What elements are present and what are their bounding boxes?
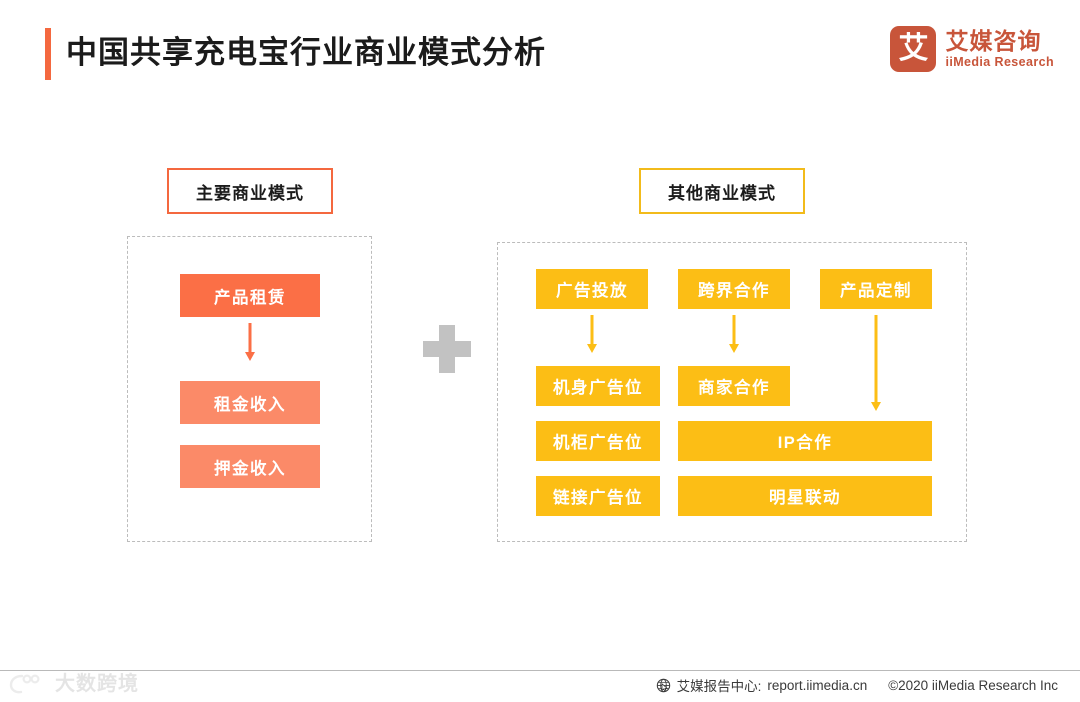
flow-box-ip-cooperation: IP合作 [678,421,932,461]
brand-mark-icon: 艾 [890,26,937,72]
brand-name-cn: 艾媒咨询 [945,27,1042,54]
section-heading-other-models: 其他商业模式 [639,168,805,214]
flow-box-body-ad-slot: 机身广告位 [536,366,660,406]
flow-box-cabinet-ad-slot: 机柜广告位 [536,421,660,461]
footer-copyright: ©2020 iiMedia Research Inc [888,677,1058,693]
page-title: 中国共享充电宝行业商业模式分析 [66,35,546,70]
brand-text: 艾媒咨询 iiMedia Research [945,27,1054,70]
footer-info: 艾媒报告中心: report.iimedia.cn ©2020 iiMedia … [656,672,1058,698]
footer-report-url[interactable]: report.iimedia.cn [767,677,868,693]
other-models-panel [497,242,967,542]
footer-divider [0,670,1080,671]
section-heading-main-models: 主要商业模式 [167,168,333,214]
arrow-down-crossover-cooperation [728,315,740,353]
flow-box-crossover-cooperation: 跨界合作 [678,269,790,309]
watermark-text: 大数跨境 [55,673,139,695]
flow-box-rent-income: 租金收入 [180,381,320,424]
globe-cursor-icon [656,678,671,693]
watermark: 大数跨境 [8,672,139,696]
title-accent-bar [45,28,51,80]
footer-report-center-label: 艾媒报告中心: [676,679,762,694]
arrow-down-product-rental [244,323,256,361]
arrow-down-product-customization [870,315,882,411]
main-models-panel [127,236,372,542]
flow-box-merchant-cooperation: 商家合作 [678,366,790,406]
flow-box-product-customization: 产品定制 [820,269,932,309]
flow-box-ad-placement: 广告投放 [536,269,648,309]
flow-box-celebrity-collaboration: 明星联动 [678,476,932,516]
flow-box-product-rental: 产品租赁 [180,274,320,317]
brand-name-en: iiMedia Research [945,54,1054,69]
watermark-logo-icon [8,672,50,696]
plus-separator-icon [423,325,471,373]
flow-box-deposit-income: 押金收入 [180,445,320,488]
arrow-down-ad-placement [586,315,598,353]
brand-logo: 艾 艾媒咨询 iiMedia Research [890,26,1054,72]
flow-box-link-ad-slot: 链接广告位 [536,476,660,516]
